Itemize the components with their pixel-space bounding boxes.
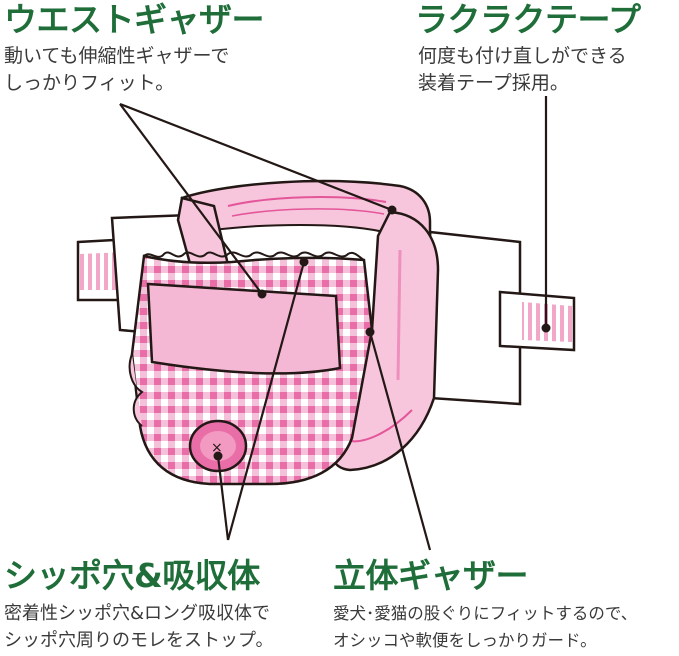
waist-gather-description: 動いても伸縮性ギャザーで しっかりフィット。 <box>4 43 229 97</box>
tail-hole-line-1: 密着性シッポ穴&ロング吸収体で <box>4 600 273 627</box>
waist-gather-line-1: 動いても伸縮性ギャザーで <box>4 43 229 70</box>
right-side-tab <box>430 232 574 404</box>
dot-absorbent <box>300 258 309 267</box>
leg-gather-title: 立体ギャザー <box>333 558 528 594</box>
leg-gather-description: 愛犬･愛猫の股ぐりにフィットするので、 オシッコや軟便をしっかりガード。 <box>333 600 637 654</box>
easy-tape-line-1: 何度も付け直しができる <box>418 43 627 70</box>
dot-waist-1 <box>258 290 267 299</box>
dot-hole <box>214 452 223 461</box>
leg-gather-line-1: 愛犬･愛猫の股ぐりにフィットするので、 <box>333 600 637 627</box>
dot-gather <box>366 328 375 337</box>
easy-tape-description: 何度も付け直しができる 装着テープ採用。 <box>418 43 627 97</box>
easy-tape-title: ラクラクテープ <box>415 2 641 38</box>
easy-tape-line-2: 装着テープ採用。 <box>418 70 627 97</box>
waist-gather-title: ウエストギャザー <box>4 2 264 38</box>
dot-tape <box>542 324 551 333</box>
waist-gather-line-2: しっかりフィット。 <box>4 70 229 97</box>
leg-gather-line-2: オシッコや軟便をしっかりガード。 <box>333 627 637 654</box>
tail-hole-description: 密着性シッポ穴&ロング吸収体で シッポ穴周りのモレをストップ。 <box>4 600 273 654</box>
tail-hole-title: シッポ穴&吸収体 <box>4 558 260 594</box>
front-label-panel <box>148 284 340 373</box>
tail-hole-line-2: シッポ穴周りのモレをストップ。 <box>4 627 273 654</box>
dot-waist-2 <box>388 206 397 215</box>
